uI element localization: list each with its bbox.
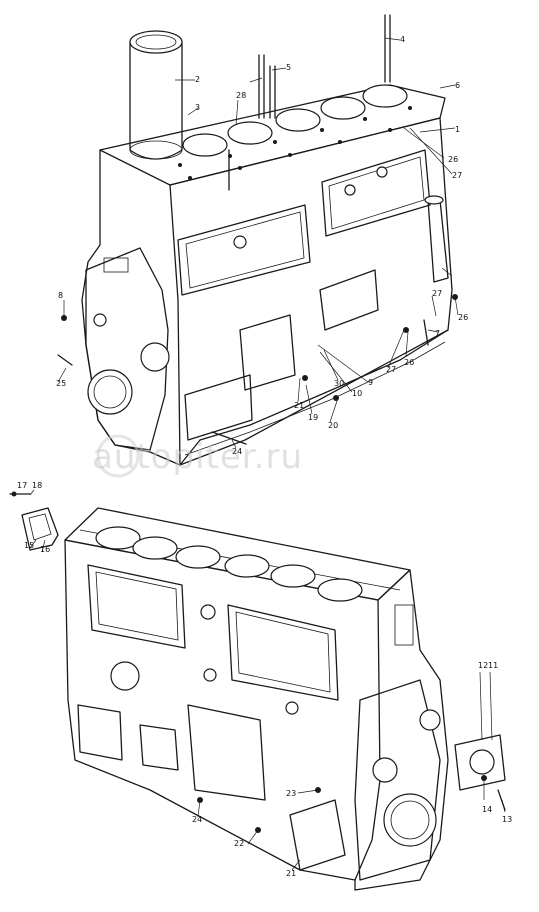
callout-number: 5 [286, 63, 291, 72]
callout-number: 28 [236, 91, 246, 100]
callout-number: 19 [308, 413, 318, 422]
callout-number: 12 [478, 661, 488, 670]
callout-number: 3 [195, 103, 200, 112]
watermark-text: autopiter.ru [92, 437, 303, 477]
callout-number: 27 [432, 289, 442, 298]
callout-number: 9 [368, 378, 373, 387]
callout-number: 11 [488, 661, 498, 670]
callout-number: 13 [502, 815, 512, 824]
callout-number: 7 [435, 329, 440, 338]
callout-number: 26 [458, 313, 468, 322]
upper-engine-block [57, 14, 459, 466]
upper-leader-lines [57, 37, 459, 449]
callout-number: 16 [40, 545, 50, 554]
cylinder-bores [182, 84, 408, 157]
callout-number: 21 [286, 869, 296, 878]
head-studs [228, 14, 391, 191]
callout-number: 27 [386, 365, 396, 374]
callout-number: 17 [17, 481, 27, 490]
callout-number: 26 [448, 155, 458, 164]
callout-number: 24 [232, 447, 242, 456]
watermark: autopiter.ru [92, 434, 303, 478]
callout-number: 30 [334, 379, 344, 388]
rear-seal-cover [454, 734, 506, 791]
lower-side-covers [77, 564, 346, 871]
upper-callout-numbers: 1 2 3 4 5 6 7 8 9 10 19 20 21 24 25 26 26 26 27 27 27 28 30 [56, 35, 468, 456]
callout-number: 24 [192, 815, 202, 824]
callout-number: 14 [482, 805, 492, 814]
callout-number: 10 [352, 389, 362, 398]
callout-number: 8 [58, 291, 63, 300]
deck-bolt-holes [178, 106, 412, 180]
lower-bolts [197, 787, 506, 833]
callout-number: 18 [32, 481, 42, 490]
misc-bolts [57, 294, 458, 445]
callout-number: 25 [56, 379, 66, 388]
cylinder-liner [129, 30, 183, 160]
callout-number: 22 [234, 839, 244, 848]
callout-number: 6 [455, 81, 460, 90]
callout-number: 26 [404, 358, 414, 367]
lower-engine-block [9, 489, 506, 891]
oil-filler-tube [424, 195, 449, 283]
lower-timing-housing [354, 604, 441, 881]
timing-housing [85, 247, 170, 451]
callout-number: 2 [195, 75, 200, 84]
front-cover-plate [9, 491, 59, 551]
lower-cylinder-bores [95, 526, 363, 602]
callout-number: 23 [286, 789, 296, 798]
side-covers [177, 149, 431, 441]
callout-number: 27 [452, 171, 462, 180]
callout-number: 4 [400, 35, 405, 44]
callout-number: 21 [294, 401, 304, 410]
callout-number: 15 [24, 541, 34, 550]
callout-number: 20 [328, 421, 338, 430]
callout-number: 1 [455, 125, 460, 134]
lower-leader-lines [29, 489, 506, 871]
